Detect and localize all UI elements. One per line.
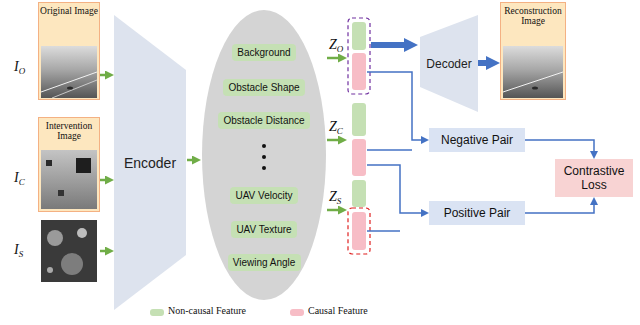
connector-arrow [100,179,105,182]
feature-arrow [327,209,338,212]
causal-bar [352,212,366,250]
road-line [52,80,97,98]
decoder-trapezoid: Decoder [420,15,478,112]
feature-space-ellipse [202,10,326,300]
node-text: Contrastive Loss [555,164,633,193]
obstacle [532,86,538,89]
causal-bar [352,139,366,176]
legend-swatch [290,309,304,316]
feature-arrow [327,57,338,60]
connector-arrow [100,74,105,77]
original-image-picture [41,46,97,98]
picture-ground [41,46,97,98]
symbol-label: ZO [329,38,343,54]
node-text: Negative Pair [441,133,513,147]
pair-wire [367,165,421,213]
image-panel-fill [38,2,100,100]
image-panel-fill [500,2,566,100]
dot [262,144,266,148]
node-text: Obstacle Shape [228,82,299,93]
causal-bar [352,53,366,90]
legend-text: Causal Feature [308,305,368,317]
dot [262,155,266,159]
input-arrow [100,250,105,253]
cube-obstacle [58,190,64,196]
connector-arrow [478,60,486,66]
road-line [503,72,563,92]
trapezoid-fill [114,15,186,310]
picture-ground [41,220,97,282]
decoder-input-arrow [371,42,404,48]
node-text: Reconstruction Image [502,6,564,27]
symbol-label: ZS [329,190,341,206]
pair-wire [367,72,421,140]
sphere-obstacle [47,230,63,246]
obstacle [67,86,73,89]
encoder-trapezoid: Encoder [114,15,186,310]
pair-box: Positive Pair [429,201,525,225]
legend-swatch [150,309,164,316]
dashed-bracket [348,208,370,254]
image-panel-fill [38,117,100,212]
non-causal-bar [352,22,366,50]
pair-wire [367,149,412,151]
intervention-image-c [41,150,97,209]
feature-box: Obstacle Shape [223,79,305,96]
node-text: Encoder [124,155,176,171]
intervention-image-s [41,220,97,282]
feature-box: UAV Velocity [230,187,298,204]
feature-arrow [327,139,338,142]
node-text: UAV Velocity [235,190,292,201]
cube-obstacle [76,158,91,173]
connector-arrow [525,140,594,151]
connector-arrow [525,205,594,213]
feature-box: UAV Texture [231,221,297,238]
non-causal-bar [352,180,366,207]
image-panel: Reconstruction Image [500,2,566,100]
encoder-output-arrow [187,159,192,162]
picture-ground [41,150,97,209]
symbol-label: IC [14,171,25,187]
node-text: Intervention Image [40,121,98,142]
reconstruction-picture [503,46,563,98]
dashed-bracket [348,18,370,94]
trapezoid-fill [420,15,478,112]
node-text: UAV Texture [236,224,291,235]
picture-ground [503,46,563,98]
symbol-label: IO [14,60,25,76]
legend-text: Non-causal Feature [168,305,246,317]
loss-box: Contrastive Loss [555,159,633,197]
node-text: Obstacle Distance [223,115,304,126]
image-panel: Original Image [38,2,100,100]
feature-box: Background [232,44,296,61]
symbol-label: ZC [329,120,343,136]
cube-obstacle [46,160,52,166]
image-panel: Intervention Image [38,117,100,212]
feature-box: Obstacle Distance [218,112,310,129]
feature-box: Viewing Angle [228,254,301,271]
dot [262,166,266,170]
node-text: Decoder [426,57,471,71]
feature-bars [348,18,370,254]
node-text: Original Image [40,6,98,16]
sphere-obstacle [61,253,83,275]
ellipsis-dots [262,144,266,170]
pair-box: Negative Pair [429,128,525,152]
sphere-obstacle [77,228,87,238]
non-causal-bar [352,103,366,136]
pair-wire [367,230,400,232]
road-line [41,72,97,92]
symbol-label: IS [14,243,23,259]
node-text: Viewing Angle [233,257,296,268]
sphere-obstacle [47,267,53,273]
node-text: Positive Pair [444,206,511,220]
node-text: Background [237,47,290,58]
